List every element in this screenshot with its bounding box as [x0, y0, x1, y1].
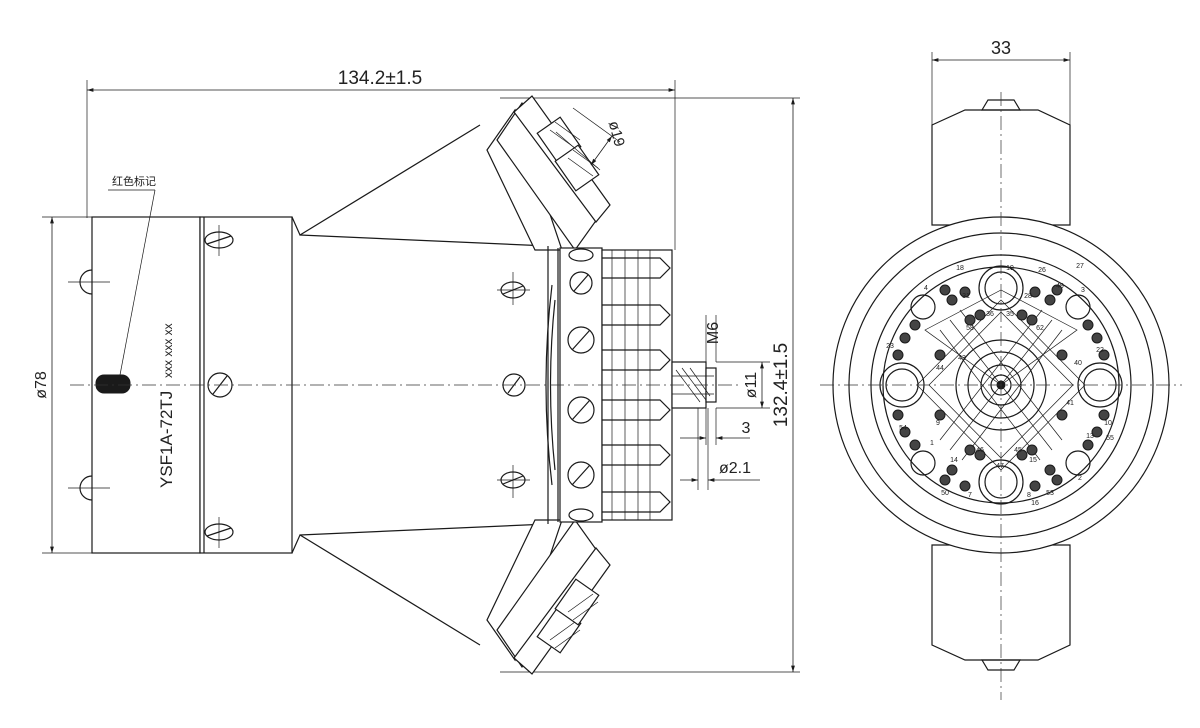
pin-terminal: [892, 349, 904, 361]
pin-terminal: [1051, 284, 1063, 296]
thread-label: M6: [705, 322, 722, 344]
end-view: 33: [820, 38, 1182, 700]
pin-terminal: [946, 464, 958, 476]
pin-number: 58: [966, 325, 974, 332]
pin-number: 3: [1081, 287, 1085, 294]
pin-terminal: [934, 409, 946, 421]
pin-number: 47: [996, 463, 1004, 470]
pin-number: 45: [1014, 447, 1022, 454]
pin-terminal: [1082, 319, 1094, 331]
pin-terminal: [909, 319, 921, 331]
pin-number: 23: [886, 343, 894, 350]
pin-terminal: [1051, 474, 1063, 486]
pin-terminal: [1026, 444, 1038, 456]
pin-number: 41: [1066, 400, 1074, 407]
pin-number: 16: [1031, 500, 1039, 507]
pin-terminal: [959, 286, 971, 298]
pin-number: 14: [950, 457, 958, 464]
pin-number: 35: [1006, 311, 1014, 318]
pin-terminal: [1056, 349, 1068, 361]
pin-terminal: [1044, 294, 1056, 306]
pin-number: 53: [1046, 490, 1054, 497]
pin-number: 62: [1036, 325, 1044, 332]
pin-terminal: [974, 309, 986, 321]
pin-terminal: [934, 349, 946, 361]
pin-number: 19: [1006, 265, 1014, 272]
pin-terminal: [899, 332, 911, 344]
model-suffix: xxx xxx xx: [161, 323, 175, 378]
shaft-diameter-label: ø11: [743, 372, 760, 398]
pin-terminal: [964, 314, 976, 326]
pin-number: 15: [1029, 457, 1037, 464]
pin-terminal: [939, 474, 951, 486]
pin-number: 54: [899, 425, 907, 432]
pin-terminal: [1029, 480, 1041, 492]
pin-terminal: [1056, 409, 1068, 421]
pin-number: 18: [956, 265, 964, 272]
hole-diameter-label: ø2.1: [719, 460, 751, 477]
pin-number: 22: [1096, 347, 1104, 354]
red-mark-pin: [95, 374, 131, 394]
pin-number: 28: [1024, 293, 1032, 300]
red-mark-label: 红色标记: [112, 174, 156, 188]
pin-terminal: [1029, 286, 1041, 298]
pin-number: 40: [1074, 360, 1082, 367]
pin-terminals: [892, 284, 1110, 492]
pin-number: 49: [1056, 283, 1064, 290]
pin-number: 10: [1104, 420, 1112, 427]
pin-number: 26: [1038, 267, 1046, 274]
pin-terminal: [892, 409, 904, 421]
pin-terminal: [1044, 464, 1056, 476]
pin-terminal: [974, 449, 986, 461]
rotor-ring: [559, 247, 673, 523]
pin-terminal: [1098, 349, 1110, 361]
pin-number: 8: [1027, 492, 1031, 499]
pin-number: 9: [936, 420, 940, 427]
pin-terminal: [1098, 409, 1110, 421]
pin-number: 1: [930, 440, 934, 447]
body-diameter-label: ø78: [33, 371, 50, 399]
overall-length-label: 134.2±1.5: [338, 68, 422, 89]
overall-height-label: 132.4±1.5: [771, 343, 792, 427]
pin-number: 50: [941, 490, 949, 497]
pin-number: 36: [986, 311, 994, 318]
connector-diameter-label: ø19: [605, 119, 628, 148]
pin-number: 4: [924, 285, 928, 292]
pin-terminal: [1026, 314, 1038, 326]
lower-connector: [486, 518, 611, 675]
pin-terminal: [909, 439, 921, 451]
pin-terminal: [1091, 426, 1103, 438]
side-view: 134.2±1.5 132.4±1.5 ø78 红色标记 YSF1A-72TJ …: [33, 68, 800, 675]
pin-number: 7: [968, 492, 972, 499]
pin-terminal: [939, 284, 951, 296]
pin-number: 55: [1106, 435, 1114, 442]
pin-number: 43: [958, 355, 966, 362]
pin-number: 31: [962, 293, 970, 300]
pin-number: 44: [936, 365, 944, 372]
pin-terminal: [1016, 309, 1028, 321]
pin-number: 46: [976, 447, 984, 454]
length-3-label: 3: [742, 420, 751, 437]
pin-terminal: [959, 480, 971, 492]
width-33-label: 33: [991, 38, 1011, 58]
pin-number: 27: [1076, 263, 1084, 270]
pin-terminal: [1082, 439, 1094, 451]
pin-number: 13: [1086, 433, 1094, 440]
upper-connector: [486, 95, 611, 252]
pin-terminal: [946, 294, 958, 306]
model-label: YSF1A-72TJ: [157, 391, 176, 488]
pin-terminal: [899, 426, 911, 438]
pin-terminal: [964, 444, 976, 456]
pin-terminal: [1016, 449, 1028, 461]
pin-terminal: [1091, 332, 1103, 344]
pin-number: 2: [1078, 475, 1082, 482]
